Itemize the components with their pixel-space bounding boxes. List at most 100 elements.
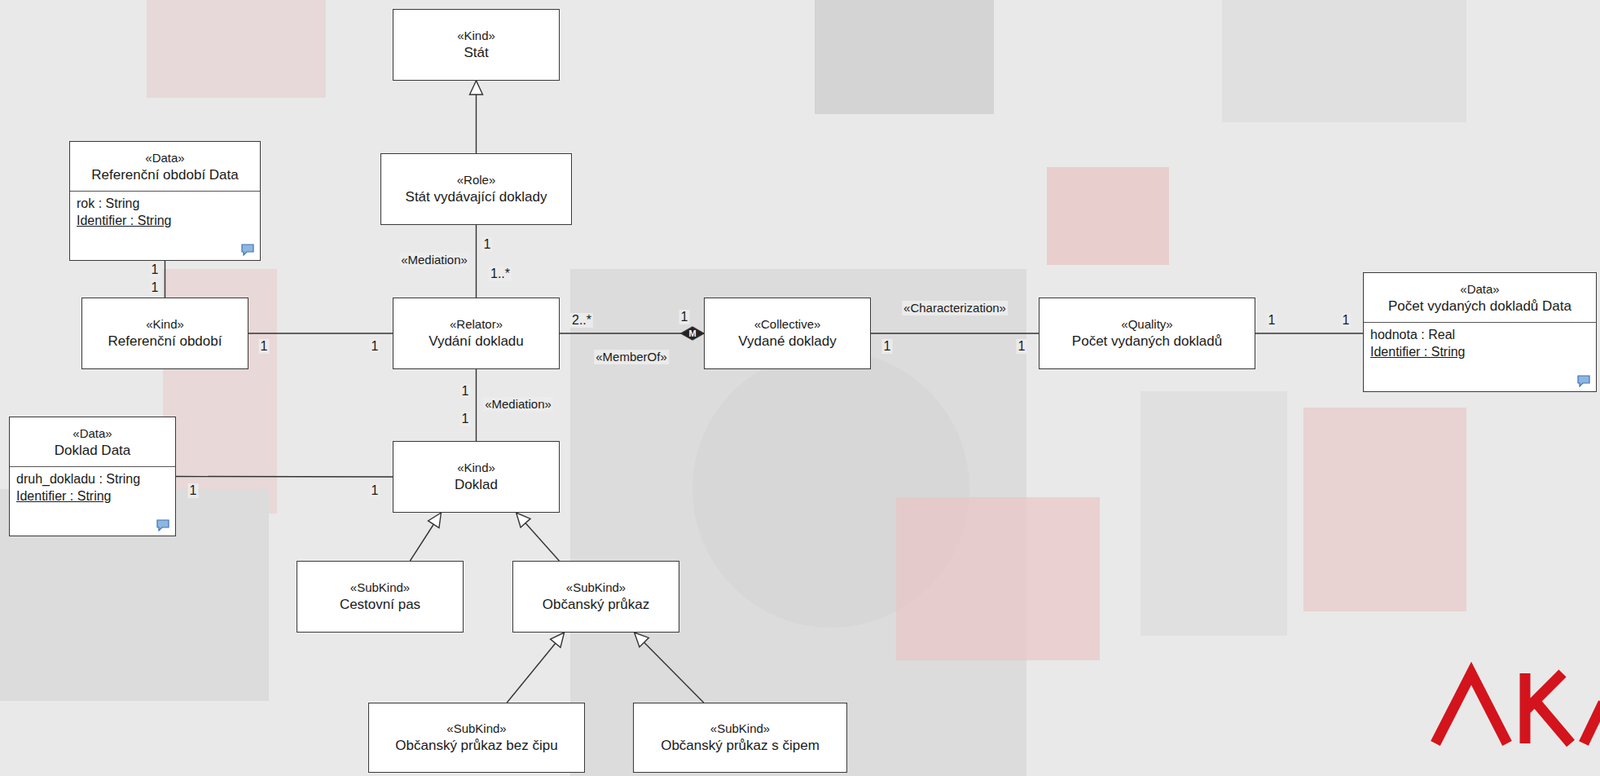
logo-stroke [1525,672,1571,743]
multiplicity: 1 [259,338,270,354]
class-name: Cestovní pas [339,595,421,614]
multiplicity: 2..* [570,312,594,328]
multiplicity: 1 [460,411,471,427]
multiplicity: 1 [1340,312,1352,328]
multiplicity: 1 [679,309,691,325]
class-name: Počet vydaných dokladů [1072,332,1222,351]
data-class: «Data»Referenční období Data rok : String… [69,140,261,261]
stereotype-label: «MemberOf» [593,349,669,365]
data-class: «Data»Doklad Datadruh_dokladu : StringId… [8,416,176,537]
class-name: Referenční období Data [91,166,239,185]
stereotype-label: «Characterization» [901,300,1008,316]
class-name: Doklad [454,475,498,494]
multiplicity: 1 [369,483,381,498]
multiplicity: 1 [882,338,893,354]
subkind-class: «SubKind»Cestovní pas [296,560,464,633]
connector [634,632,704,703]
relator-class: «Relator»Vydání dokladu [392,297,560,370]
class-name: Občanský průkaz [542,595,650,614]
attribute-compartment: rok : StringIdentifier : String [70,190,260,233]
attribute-text: Identifier : String [1370,342,1466,361]
stereotype-text: «Quality» [1120,316,1173,333]
attribute-compartment: druh_dokladu : StringIdentifier : String [9,465,176,508]
collage-paper [1140,391,1288,636]
class-name: Stát vydávající doklady [405,188,548,207]
generalization-triangle [550,632,565,647]
class-header: «Data»Doklad Data [9,417,176,466]
collage-red-patch [1303,407,1467,611]
multiplicity: 1 [149,262,161,277]
class-name: Stát [463,43,488,62]
connector [506,632,564,703]
aggregation-diamond [681,326,704,340]
class-name: Vydané doklady [738,332,836,351]
collage-red-patch [146,0,326,98]
stereotype-text: «SubKind» [350,579,410,596]
generalization-triangle [516,512,531,528]
multiplicity: 1 [369,338,381,354]
logo [1435,672,1600,743]
kind-class: «Kind»Referenční období [81,297,249,370]
note-icon-shape [241,244,254,255]
connector [248,332,393,334]
kind-class: «Kind»Doklad [392,440,560,513]
connector [409,512,441,561]
stereotype-text: «SubKind» [710,720,770,737]
connector [475,369,477,441]
stereotype-label: «Mediation» [483,396,554,412]
generalization-triangle [428,512,442,528]
stereotype-text: «Collective» [754,316,822,333]
aggregation-mark: M [688,328,696,339]
stereotype-text: «Kind» [145,316,185,333]
stereotype-text: «SubKind» [446,720,506,737]
multiplicity: 1 [149,280,161,295]
collage-red-patch [1046,167,1170,265]
generalization-triangle [634,632,650,647]
stereotype-text: «Relator» [449,316,503,333]
stereotype-text: «Kind» [457,27,496,44]
attribute-text: rok : String [76,194,140,212]
note-icon [240,242,255,256]
class-name: Občanský průkaz bez čipu [395,736,558,755]
collage-object [814,0,994,115]
connector [516,512,560,561]
connector [175,475,393,478]
logo-stroke [1583,702,1600,743]
class-name: Vydání dokladu [428,332,524,351]
quality-class: «Quality»Počet vydaných dokladů [1038,297,1256,370]
class-name: Počet vydaných dokladů Data [1388,297,1572,316]
stereotype-text: «Role» [457,171,497,189]
note-icon [155,518,171,532]
subkind-class: «SubKind»Občanský průkaz s čipem [632,702,848,773]
note-icon [1576,373,1592,387]
multiplicity: 1 [188,483,199,498]
multiplicity: 1 [482,237,493,252]
subkind-class: «SubKind»Občanský průkaz bez čipu [368,702,585,773]
collective-class: «Collective»Vydané doklady [703,297,871,370]
logo-stroke [1435,672,1508,743]
stereotype-text: «Data» [145,149,185,167]
role-class: «Role»Stát vydávající doklady [380,153,572,225]
attribute-compartment: hodnota : RealIdentifier : String [1363,321,1596,364]
collage-red-patch [896,496,1100,660]
connector [1255,332,1363,334]
stereotype-text: «SubKind» [566,579,626,596]
subkind-class: «SubKind»Občanský průkaz [512,560,680,633]
note-icon-shape [157,519,169,531]
kind-class: «Kind»Stát [392,8,560,81]
multiplicity: 1 [460,383,471,399]
connector [164,260,166,298]
attribute-text: Identifier : String [16,487,112,505]
class-name: Doklad Data [54,441,132,460]
data-class: «Data»Počet vydaných dokladů Datahodnota… [1362,272,1597,392]
class-name: Občanský průkaz s čipem [660,736,820,755]
multiplicity: 1..* [488,266,512,282]
class-header: «Data»Počet vydaných dokladů Data [1363,272,1596,322]
multiplicity: 1 [1266,312,1278,328]
